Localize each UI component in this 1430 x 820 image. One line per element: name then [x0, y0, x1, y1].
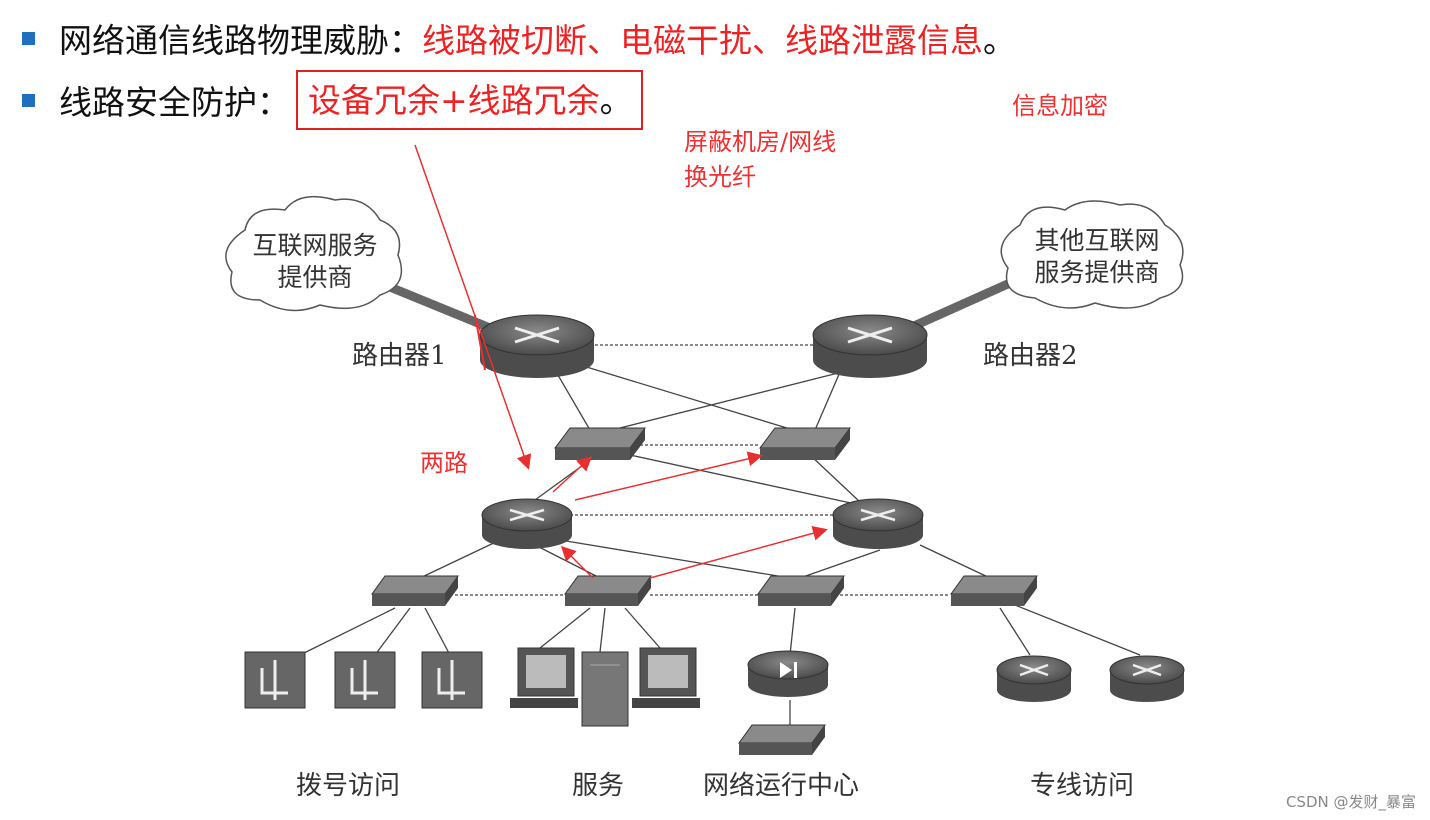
access-server-icon — [244, 651, 306, 709]
threats-tail: 。 — [983, 21, 1016, 60]
access-switch-leased-icon — [950, 575, 1038, 606]
network-links — [299, 344, 1141, 725]
noc-switch-icon — [738, 724, 826, 755]
isp1-cloud-icon — [225, 195, 403, 312]
group-noc-label: 网络运行中心 — [703, 771, 860, 801]
redundancy-box: 设备冗余+线路冗余。 — [296, 70, 643, 130]
core-switch-right-icon — [759, 427, 851, 460]
core-switch-left-icon — [554, 427, 646, 460]
server-tower-icon — [581, 651, 629, 727]
isp2-line2: 服务提供商 — [1034, 258, 1160, 287]
group-dialup-label: 拨号访问 — [296, 771, 401, 801]
bullet-square-icon — [22, 93, 35, 107]
protection-tail: 。 — [599, 81, 633, 120]
protection-highlight: 设备冗余+线路冗余 — [308, 81, 600, 120]
threats-lead: 网络通信线路物理威胁： — [59, 21, 422, 60]
isp1-cloud-label: 互联网服务 提供商 — [245, 230, 385, 294]
protection-lead: 线路安全防护： — [59, 83, 290, 122]
isp1-line2: 提供商 — [277, 263, 353, 292]
router-1-icon — [479, 314, 595, 378]
workstation-icon — [510, 647, 578, 708]
bullet-row-protection: 线路安全防护： 设备冗余+线路冗余。 — [22, 70, 643, 130]
isp2-uplink — [903, 278, 1012, 335]
note-shield-line1: 屏蔽机房/网线 — [684, 128, 837, 156]
distribution-router-right-icon — [832, 498, 924, 549]
group-service-label: 服务 — [572, 771, 625, 801]
isp1-uplink — [383, 280, 497, 335]
access-switch-service-icon — [564, 575, 652, 606]
access-server-icon — [421, 651, 483, 709]
bullet-row-threats: 网络通信线路物理威胁： 线路被切断、电磁干扰、线路泄露信息 。 — [22, 14, 1016, 62]
access-switch-noc-icon — [757, 575, 845, 606]
router-2-label: 路由器2 — [983, 341, 1078, 371]
leased-router-icon — [996, 655, 1072, 702]
annotation-arrows — [414, 144, 828, 579]
isp2-cloud-label: 其他互联网 服务提供商 — [1022, 225, 1172, 289]
isp2-line1: 其他互联网 — [1034, 226, 1160, 255]
annotation-lines — [474, 314, 486, 371]
workstation-icon — [632, 647, 700, 708]
isp2-cloud-icon — [1000, 200, 1184, 309]
group-leased-label: 专线访问 — [1030, 771, 1135, 801]
router-2-icon — [812, 314, 928, 378]
isp1-line1: 互联网服务 — [252, 231, 378, 260]
distribution-router-left-icon — [481, 498, 573, 549]
access-server-icon — [334, 651, 396, 709]
bullet-square-icon — [22, 31, 35, 45]
router-1-label: 路由器1 — [352, 341, 447, 371]
leased-router-icon — [1109, 655, 1185, 702]
note-two-paths: 两路 — [420, 449, 468, 477]
note-encrypt: 信息加密 — [1012, 92, 1108, 120]
note-shield-line2: 换光纤 — [684, 163, 756, 191]
noc-device-icon — [747, 650, 829, 697]
threats-highlight: 线路被切断、电磁干扰、线路泄露信息 — [422, 21, 983, 60]
access-switch-dialup-icon — [371, 575, 459, 606]
watermark: CSDN @发财_暴富 — [1285, 793, 1416, 811]
